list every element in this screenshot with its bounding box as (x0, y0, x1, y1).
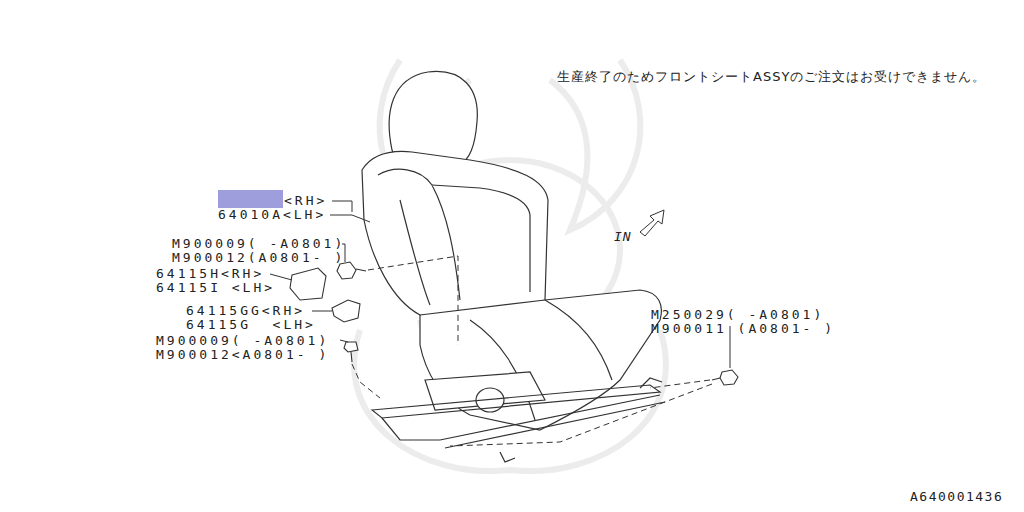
bolt-number: M900009( -A0801) (156, 334, 329, 348)
seat-rail (500, 452, 515, 462)
figure-number: A640001436 (910, 490, 1003, 504)
seat-cushion (545, 300, 612, 380)
backrest (362, 152, 548, 320)
note-text: 生産終了のためフロントシートASSYのご注文はお受けできません。 (557, 70, 986, 84)
dashed-line (368, 256, 458, 345)
dashed-line (450, 384, 712, 446)
backrest (362, 152, 548, 320)
leader-line (340, 340, 348, 342)
seat-rail (372, 385, 660, 418)
seat-rail (440, 395, 665, 448)
bolt (356, 269, 366, 271)
bolt-number: M900012(A0801- ) (172, 251, 345, 265)
backrest (432, 185, 530, 292)
dashed-line (352, 364, 380, 398)
bolt-number: M900009( -A0801) (172, 237, 345, 251)
bracket (332, 300, 360, 322)
part-number: <RH> (284, 194, 327, 208)
leader-line (332, 201, 352, 212)
bolt-number: M250029( -A0801) (651, 308, 824, 322)
seat-cushion (420, 290, 661, 430)
leader-line (330, 215, 370, 222)
part-number: 64010A<LH> (218, 208, 326, 222)
highlight-box (218, 190, 283, 208)
seat-rail (382, 418, 440, 440)
bolt (344, 342, 358, 352)
direction-label: IN (614, 230, 632, 244)
watermark (354, 60, 666, 471)
bracket (290, 268, 326, 300)
dashed-line (352, 256, 712, 446)
seat-rail (372, 378, 665, 462)
backrest (400, 200, 430, 305)
part-number: 64115I <LH> (156, 281, 275, 295)
bolt-number: M900012<A0801- ) (156, 348, 329, 362)
dashed-line (650, 380, 710, 388)
direction-arrow (640, 210, 664, 236)
bolt (712, 378, 720, 380)
seat-cushion (420, 290, 661, 430)
bolt (351, 352, 352, 362)
watermark (550, 60, 640, 230)
bolt-number: M900011 (A0801- ) (651, 322, 835, 336)
leader-line (270, 201, 730, 368)
bolt (720, 370, 738, 385)
leader-line (270, 274, 292, 280)
part-number: 64115GG<RH> (186, 304, 305, 318)
part-number: 64115G <LH> (186, 318, 316, 332)
leader-line (312, 311, 332, 312)
part-number: 64115H<RH> (156, 267, 264, 281)
